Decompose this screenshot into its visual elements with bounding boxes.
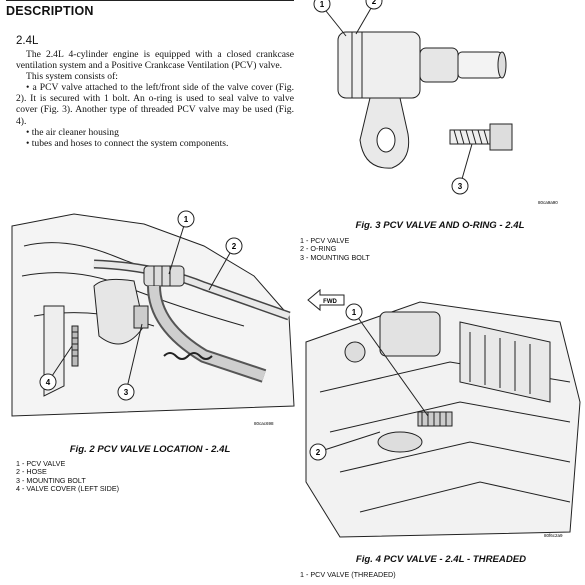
legend-item: 3 - MOUNTING BOLT [16, 475, 86, 485]
legend-item: 1 - PCV VALVE [16, 459, 66, 468]
fig3-code: 80ca9a90 [538, 200, 558, 205]
fig2-illustration: 1 2 3 4 80cac698 [4, 206, 296, 432]
subsection-heading: 2.4L [16, 35, 39, 47]
intro-paragraph: The 2.4L 4-cylinder engine is equipped w… [16, 49, 294, 72]
fig2-legend: 1 - PCV VALVE 2 - HOSE 3 - MOUNTING BOLT… [16, 459, 120, 494]
fig4-callout-1: 1 [352, 308, 357, 317]
fig3-callout-3: 3 [458, 182, 463, 191]
fig4-code: 80f6c2a9 [544, 533, 563, 538]
legend-item: 4 - VALVE COVER (LEFT SIDE) [16, 484, 120, 494]
legend-item: 3 - MOUNTING BOLT [300, 252, 370, 262]
fig2-callout-4: 4 [46, 378, 51, 387]
fig2-callout-2: 2 [232, 242, 237, 251]
fwd-label: FWD [323, 299, 337, 305]
legend-item: 2 - O-RING [300, 244, 337, 254]
fig3-caption: Fig. 3 PCV VALVE AND O-RING - 2.4L [355, 220, 525, 231]
bullet-item: • the air cleaner housing [26, 126, 119, 138]
fwd-arrow-icon: FWD [307, 288, 345, 312]
fig4-illustration: FWD 1 2 80f6c2a9 [300, 282, 582, 544]
bullet-item: • tubes and hoses to connect the system … [26, 137, 229, 149]
section-heading: DESCRIPTION [6, 4, 94, 18]
fig3-legend: 1 - PCV VALVE 2 - O-RING 3 - MOUNTING BO… [300, 236, 370, 262]
fig2-callout-3: 3 [124, 388, 129, 397]
bullet-item: • a PCV valve attached to the left/front… [16, 82, 294, 127]
fig2-code: 80cac698 [254, 421, 274, 426]
legend-item: 2 - HOSE [16, 467, 47, 477]
fig4-callout-2: 2 [316, 448, 321, 457]
fig3-callout-2: 2 [372, 0, 377, 6]
legend-item: 1 - PCV VALVE (THREADED) [300, 570, 396, 579]
fig2-caption: Fig. 2 PCV VALVE LOCATION - 2.4L [69, 444, 231, 455]
consists-line: This system consists of: [26, 71, 118, 83]
legend-item: 1 - PCV VALVE [300, 236, 350, 245]
description-text: The 2.4L 4-cylinder engine is equipped w… [16, 49, 294, 149]
fig3-callout-1: 1 [320, 0, 325, 9]
fig2-callout-1: 1 [184, 215, 189, 224]
fig3-illustration: 1 2 3 80ca9a90 [300, 0, 580, 212]
fig4-caption: Fig. 4 PCV VALVE - 2.4L - THREADED [355, 554, 527, 565]
fig4-legend: 1 - PCV VALVE (THREADED) [300, 570, 396, 579]
top-rule [6, 0, 294, 1]
